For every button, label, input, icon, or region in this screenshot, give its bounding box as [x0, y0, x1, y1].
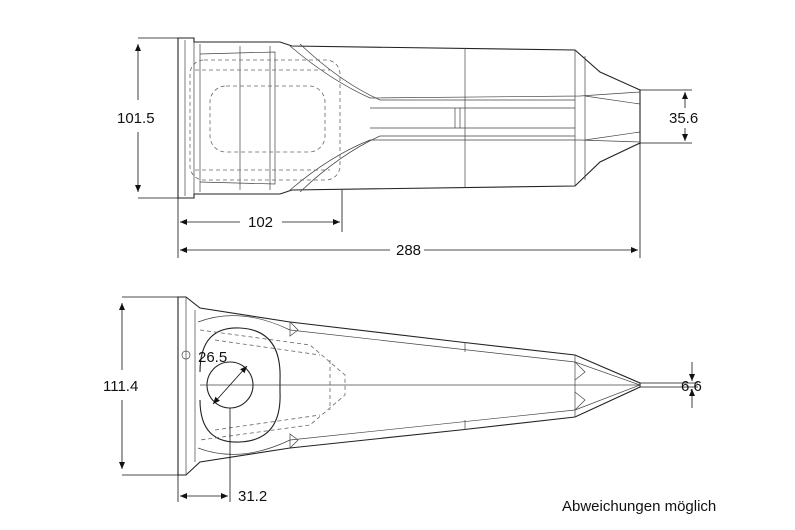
top-view	[177, 37, 641, 199]
dim-pocket-length: 102	[248, 214, 273, 231]
dim-pin-hole-diameter: 26.5	[198, 349, 227, 366]
dim-overall-length: 288	[396, 242, 421, 259]
dim-tip-height: 35.6	[669, 110, 698, 127]
top-view-dimensions: 101.5 35.6 102 288	[117, 37, 698, 259]
side-view	[177, 296, 641, 476]
dim-pin-offset: 31.2	[238, 488, 267, 505]
dim-side-height: 111.4	[103, 378, 138, 395]
deviation-note: Abweichungen möglich	[562, 498, 717, 515]
side-view-dimensions: 111.4 6.6 26.5 31.2	[103, 296, 702, 505]
dim-side-tip-height: 6.6	[681, 378, 702, 395]
dim-top-height: 101.5	[117, 110, 155, 127]
